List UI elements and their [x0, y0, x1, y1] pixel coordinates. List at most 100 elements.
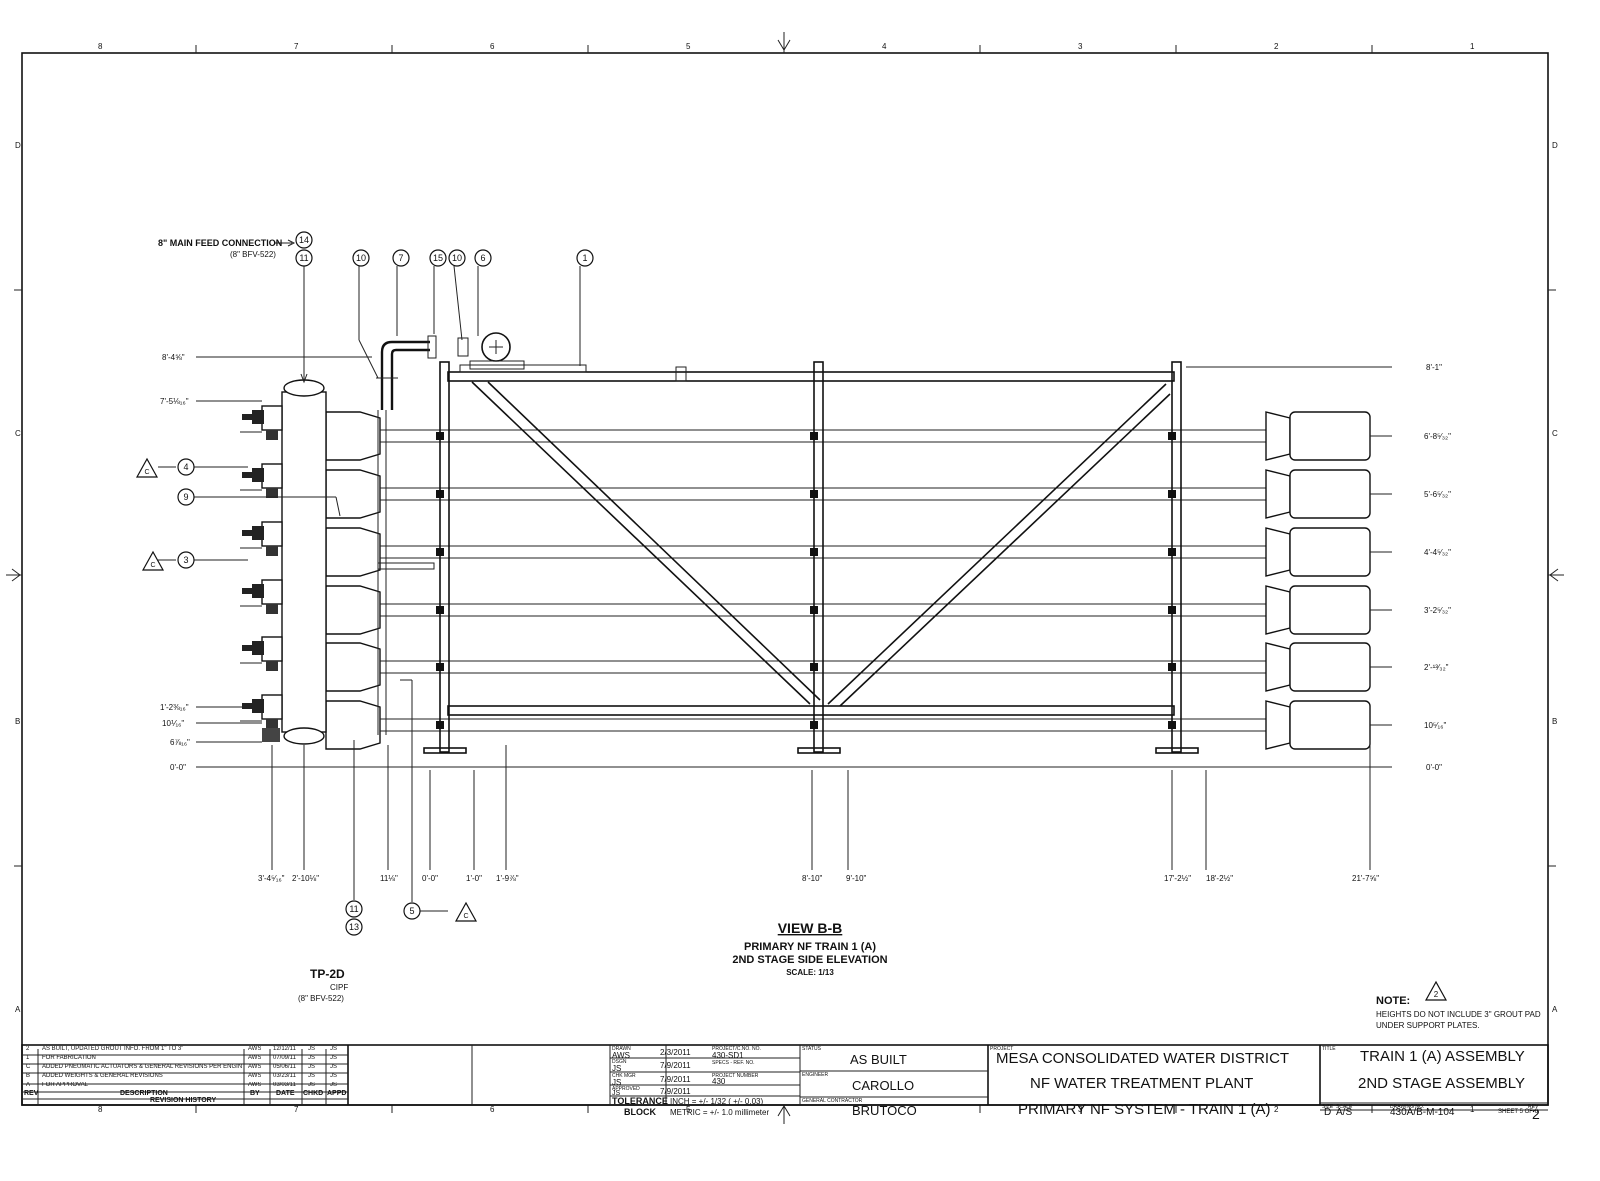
elev-label: 5'-6⁵⁄₃₂" [1424, 490, 1451, 499]
tolerance-label: BLOCK [624, 1107, 656, 1117]
vessel-inlet [325, 585, 381, 635]
title-block-grid [21, 1044, 1549, 1111]
view-subtitle: PRIMARY NF TRAIN 1 (A) [744, 941, 876, 953]
valve-body [261, 579, 283, 605]
dim-label: 9'-10" [846, 874, 867, 883]
note-text: HEIGHTS DO NOT INCLUDE 3" GROUT PAD [1376, 1010, 1541, 1019]
drawn-label: DRAWN [612, 1046, 631, 1052]
drawn-date: 2/3/2011 [660, 1048, 691, 1057]
valve-actuator [242, 703, 252, 709]
post-clamp [436, 548, 444, 556]
triangle-label: C [144, 469, 149, 476]
appd-header: APPD [327, 1090, 347, 1097]
callout-bubble [177, 488, 195, 506]
rev-date: 12/12/11 [273, 1046, 296, 1052]
note: NOTE: HEIGHTS DO NOT INCLUDE 3" GROUT PA… [1376, 995, 1541, 1030]
feed-manifold [240, 332, 525, 745]
col-label-top: 1 [1470, 42, 1475, 51]
elev-label: 2'-¹³⁄₃₂" [1424, 663, 1449, 672]
tp-sublabel: (8" BFV-522) [298, 994, 344, 1003]
tolerance-metric: METRIC = +/- 1.0 millimeter [670, 1108, 770, 1117]
callout-number: 10 [452, 253, 462, 263]
elev-label: 8'-1" [1426, 363, 1442, 372]
center-marks [6, 32, 1564, 1124]
row-label-right: B [1552, 717, 1557, 726]
rev-number: 2 [26, 1046, 30, 1052]
status-label: STATUS [802, 1046, 821, 1052]
post-clamp [810, 432, 818, 440]
callout-bubble [448, 249, 466, 267]
rev-appd: JS [330, 1064, 338, 1070]
rev-by: AWS [248, 1064, 262, 1070]
chk-date: 7/9/2011 [660, 1075, 691, 1084]
callouts: 14 11 10 7 15 10 6 1 4 9 3 11 13 5 C C C… [135, 231, 1448, 1003]
col-label-bottom: 3 [1078, 1105, 1083, 1114]
rev-appd: JS [330, 1055, 338, 1061]
col-label-bottom: 5 [686, 1105, 691, 1114]
rev-value: 2 [1532, 1106, 1540, 1122]
row-label-left: C [15, 429, 21, 438]
callout-number: 7 [398, 253, 403, 263]
item-label: PROJECT NUMBER [712, 1073, 759, 1079]
vessel-end-taper [1265, 469, 1291, 519]
col-label-top: 6 [490, 42, 495, 51]
dim-label: 17'-2½" [1164, 874, 1191, 883]
vessel-end-taper [1265, 527, 1291, 577]
rev-number: C [26, 1064, 31, 1070]
rev-header: REV [24, 1090, 39, 1097]
vessel-end-cap [1289, 700, 1371, 750]
callout-bubble [345, 918, 363, 936]
valve-actuator [242, 588, 252, 594]
vessel-inlet [325, 700, 381, 750]
valve-actuator [266, 719, 278, 729]
rev-number: 1 [26, 1055, 30, 1061]
callout-bubble [345, 900, 363, 918]
chk-label: CHK MGR [612, 1073, 636, 1079]
drain-valve [262, 728, 280, 742]
callout-number: 11 [299, 253, 308, 263]
project-line1: MESA CONSOLIDATED WATER DISTRICT [996, 1050, 1290, 1067]
by-header: BY [250, 1090, 260, 1097]
project-label: PROJECT [990, 1046, 1014, 1052]
vessel-end-cap [1289, 469, 1371, 519]
elev-label: 6'-8⁵⁄₃₂" [1424, 432, 1451, 441]
col-label-bottom: 2 [1274, 1105, 1279, 1114]
engineer-label: ENGINEER [802, 1072, 829, 1078]
valve-actuator [252, 641, 264, 655]
main-feed-sublabel: (8" BFV-522) [230, 250, 276, 259]
main-feed-label: 8" MAIN FEED CONNECTION [158, 238, 282, 248]
dim-label: 18'-2½" [1206, 874, 1233, 883]
spec-value: 430-SD1 [712, 1051, 744, 1060]
callout-number: 15 [433, 253, 443, 263]
rev-date: 03/23/11 [273, 1073, 296, 1079]
callout-number: 10 [356, 253, 366, 263]
valve-actuator [266, 604, 278, 614]
callout-number: 13 [349, 922, 359, 932]
elev-label: 6⅞₁₆" [170, 738, 190, 747]
post-clamp [1168, 548, 1176, 556]
view-title: VIEW B-B PRIMARY NF TRAIN 1 (A) 2ND STAG… [732, 920, 887, 977]
vessel-end-taper [1265, 642, 1291, 692]
valve-actuator [266, 546, 278, 556]
vessel-end-cap [1289, 527, 1371, 577]
valve-actuator [252, 526, 264, 540]
elevation-dimensions: 8'-4⅝" 7'-5⅛₁₆" 1'-2⅜₁₆" 10⅟₁₆" 6⅞₁₆" 0'… [160, 353, 1451, 772]
rev-date: 05/06/11 [273, 1064, 296, 1070]
callout-bubble [352, 249, 370, 267]
date-header: DATE [276, 1090, 295, 1097]
valve-body [261, 405, 283, 431]
row-label-left: D [15, 141, 21, 150]
drawn-value: AWS [612, 1051, 630, 1060]
triangle-label: C [150, 562, 155, 569]
vessel-end-cap [1289, 585, 1371, 635]
valve-actuator [242, 414, 252, 420]
dim-label: 1'-0" [466, 874, 482, 883]
rev-by: AWS [248, 1073, 262, 1079]
engineer-value: CAROLLO [852, 1078, 915, 1093]
valve-actuator [242, 645, 252, 651]
note-text: UNDER SUPPORT PLATES. [1376, 1021, 1480, 1030]
rev-number: B [26, 1073, 31, 1079]
rev-description: FOR FABRICATION [42, 1055, 96, 1061]
